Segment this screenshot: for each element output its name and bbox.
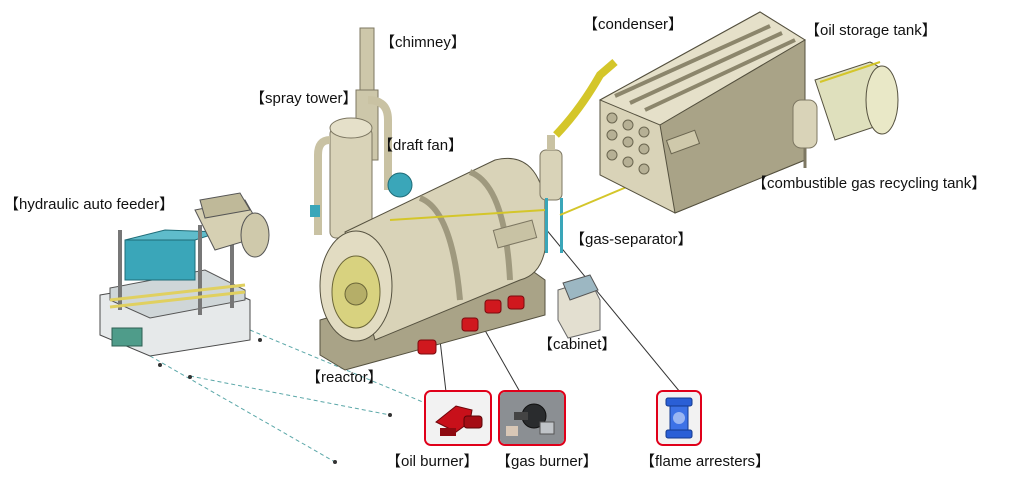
condenser	[598, 11, 806, 214]
oil-burner-icon	[426, 392, 490, 444]
label-oil-storage-tank: 【oil storage tank】	[805, 22, 937, 39]
oil-storage-tank	[814, 61, 899, 141]
flame-arresters-thumbnail	[656, 390, 702, 446]
gas-burner-icon	[500, 392, 564, 444]
label-combustible-gas-recycling-tank: 【combustible gas recycling tank】	[752, 175, 987, 192]
label-draft-fan: 【draft fan】	[378, 137, 464, 154]
gas-burner-thumbnail	[498, 390, 566, 446]
oil-burner-thumbnail	[424, 390, 492, 446]
label-gas-separator: 【gas-separator】	[570, 231, 693, 248]
cabinet	[557, 274, 601, 339]
label-spray-tower: 【spray tower】	[250, 90, 358, 107]
flame-arrester-icon	[658, 392, 700, 444]
label-oil-burner: 【oil burner】	[386, 453, 479, 470]
reactor	[319, 157, 546, 371]
label-cabinet: 【cabinet】	[538, 336, 617, 353]
label-reactor: 【reactor】	[306, 369, 383, 386]
label-condenser: 【condenser】	[583, 16, 684, 33]
dashed-guide-lines	[149, 329, 431, 463]
anchor-dots	[158, 338, 392, 464]
label-flame-arresters: 【flame arresters】	[640, 453, 771, 470]
combustible-gas-recycling-tank	[792, 99, 818, 168]
label-hydraulic-auto-feeder: 【hydraulic auto feeder】	[4, 196, 175, 213]
hydraulic-auto-feeder	[99, 192, 270, 357]
chimney-and-spray-tower	[310, 27, 413, 239]
label-gas-burner: 【gas burner】	[496, 453, 598, 470]
label-chimney: 【chimney】	[380, 34, 466, 51]
